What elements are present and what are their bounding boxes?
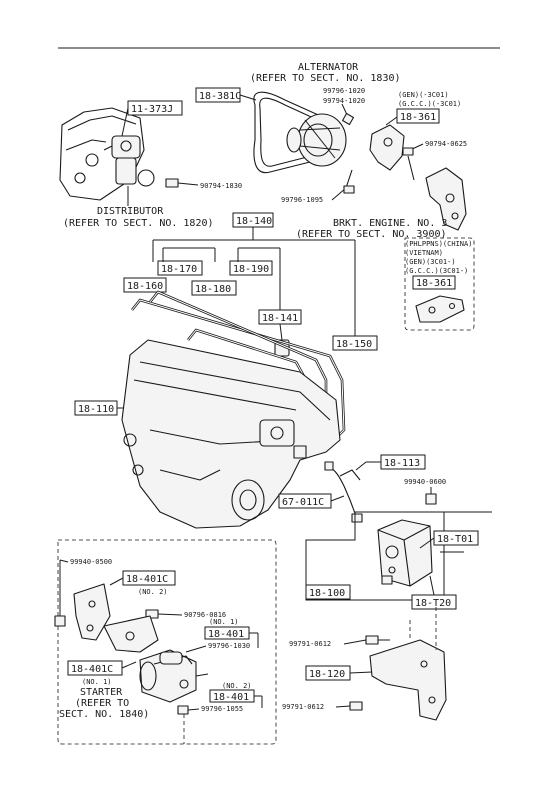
bolt-99796-1020: 99796-1020 — [323, 87, 365, 95]
part-18-t01-label: 18-T01 — [437, 534, 473, 545]
starter-bracket-no1 — [103, 615, 159, 653]
part-18-381c-label: 18-381C — [199, 91, 241, 102]
distributor-group: 11-373J 90794-1830 DISTRIBUTOR (REFER TO… — [59, 100, 242, 229]
part-18-t20-label: 18-T20 — [415, 598, 451, 609]
starter-ref-2: SECT. NO. 1840) — [59, 709, 149, 720]
harness: 18-113 67-011C 99940-0600 — [278, 454, 446, 523]
part-18-401c-no2-label: 18-401C — [126, 574, 168, 585]
part-box-18-361[interactable] — [396, 108, 440, 124]
bolt-99796-1030: 99796-1030 — [208, 642, 250, 650]
distributor-ref: (REFER TO SECT. NO. 1820) — [63, 218, 214, 229]
part-18-401-no1-label: 18-401 — [208, 629, 244, 640]
bolt-90796-0816: 90796-0816 — [184, 611, 226, 619]
bracket-title: BRKT. ENGINE. NO. 3 — [333, 218, 447, 229]
starter-title: STARTER — [80, 687, 123, 698]
part-18-160-label: 18-160 — [127, 281, 163, 292]
alternator-title: ALTERNATOR — [298, 62, 359, 73]
part-67-011c-label: 67-011C — [282, 497, 324, 508]
part-18-150-label: 18-150 — [336, 339, 372, 350]
alternator-group: ALTERNATOR (REFER TO SECT. NO. 1830) 997… — [195, 62, 467, 231]
cylinder-head-fragment — [59, 107, 145, 201]
part-18-170-label: 18-170 — [161, 264, 197, 275]
alternator-bracket — [369, 124, 467, 231]
no1-note-a: (NO. 1) — [209, 618, 239, 626]
bolt-99940-0600: 99940-0600 — [404, 478, 446, 486]
part-11-373j-label: 11-373J — [131, 104, 173, 115]
bolt-99940-0500: 99940-0500 — [70, 558, 112, 566]
part-18-361-label: 18-361 — [400, 112, 436, 123]
part-18-180-label: 18-180 — [195, 284, 231, 295]
part-18-120-label: 18-120 — [309, 669, 345, 680]
inset-line-1: (PHLPPNS)(CHINA) — [405, 240, 472, 248]
part-18-100-label: 18-100 — [309, 588, 345, 599]
part-18-190-label: 18-190 — [233, 264, 269, 275]
no2-note-b: (NO. 2) — [222, 682, 252, 690]
starter-bracket-no2 — [73, 583, 111, 641]
part-18-141-label: 18-141 — [262, 313, 298, 324]
no1-note-b: (NO. 1) — [82, 678, 112, 686]
bolt-99796-1055: 99796-1055 — [201, 705, 243, 713]
starter-unit — [139, 649, 209, 703]
starter-group: 99940-0500 18-401C (NO. 2) 90796-0816 (N… — [54, 539, 277, 745]
part-18-113-label: 18-113 — [384, 458, 420, 469]
inset-line-2: (VIETNAM) — [405, 249, 443, 257]
bolt-99791-0612-lower: 99791-0612 — [282, 703, 324, 711]
part-box-18-160[interactable] — [123, 277, 167, 293]
gcc-note: (G.C.C.)(-3C01) — [398, 100, 461, 108]
inset-line-3: (GEN)(3C01-) — [405, 258, 456, 266]
alternator-unit — [286, 113, 347, 167]
bracket-inset-frame — [404, 237, 475, 331]
part-box-inset-18-361[interactable] — [412, 275, 456, 290]
bolt-90794-1830: 90794-1830 — [200, 182, 242, 190]
part-box-18-180[interactable] — [191, 280, 237, 296]
inset-line-4: (G.C.C.)(3C01-) — [405, 267, 468, 275]
part-18-401c-no1-label: 18-401C — [71, 664, 113, 675]
part-18-110-label: 18-110 — [78, 404, 114, 415]
part-18-140-label: 18-140 — [236, 216, 272, 227]
alternator-ref: (REFER TO SECT. NO. 1830) — [250, 73, 401, 84]
part-box-18-100[interactable] — [305, 584, 351, 600]
coil-group: 18-T01 18-100 18-T20 — [305, 511, 492, 610]
bolt-90794-0625: 90794-0625 — [425, 140, 467, 148]
bolt-99794-1020: 99794-1020 — [323, 97, 365, 105]
part-box-18-190[interactable] — [229, 260, 273, 276]
bracket-group: BRKT. ENGINE. NO. 3 (REFER TO SECT. NO. … — [296, 218, 475, 331]
lower-bracket-shape — [369, 639, 447, 721]
distributor-unit — [103, 135, 155, 187]
no2-note-a: (NO. 2) — [138, 588, 168, 596]
bolt-99791-0612-upper: 99791-0612 — [289, 640, 331, 648]
inset-part-label: 18-361 — [416, 278, 452, 289]
bolt-99796-1095: 99796-1095 — [281, 196, 323, 204]
part-box-18-170[interactable] — [157, 260, 203, 276]
starter-ref-1: (REFER TO — [75, 698, 129, 709]
gen-note: (GEN)(-3C01) — [398, 91, 449, 99]
part-box-18-150[interactable] — [332, 335, 378, 351]
bracket-ref: (REFER TO SECT. NO. 3900) — [296, 229, 447, 240]
distributor-title: DISTRIBUTOR — [97, 206, 164, 217]
inset-bracket-shape — [415, 295, 465, 323]
part-18-401-no2-label: 18-401 — [213, 692, 249, 703]
lower-bracket-group: 99791-0612 18-120 99791-0612 — [282, 600, 447, 721]
